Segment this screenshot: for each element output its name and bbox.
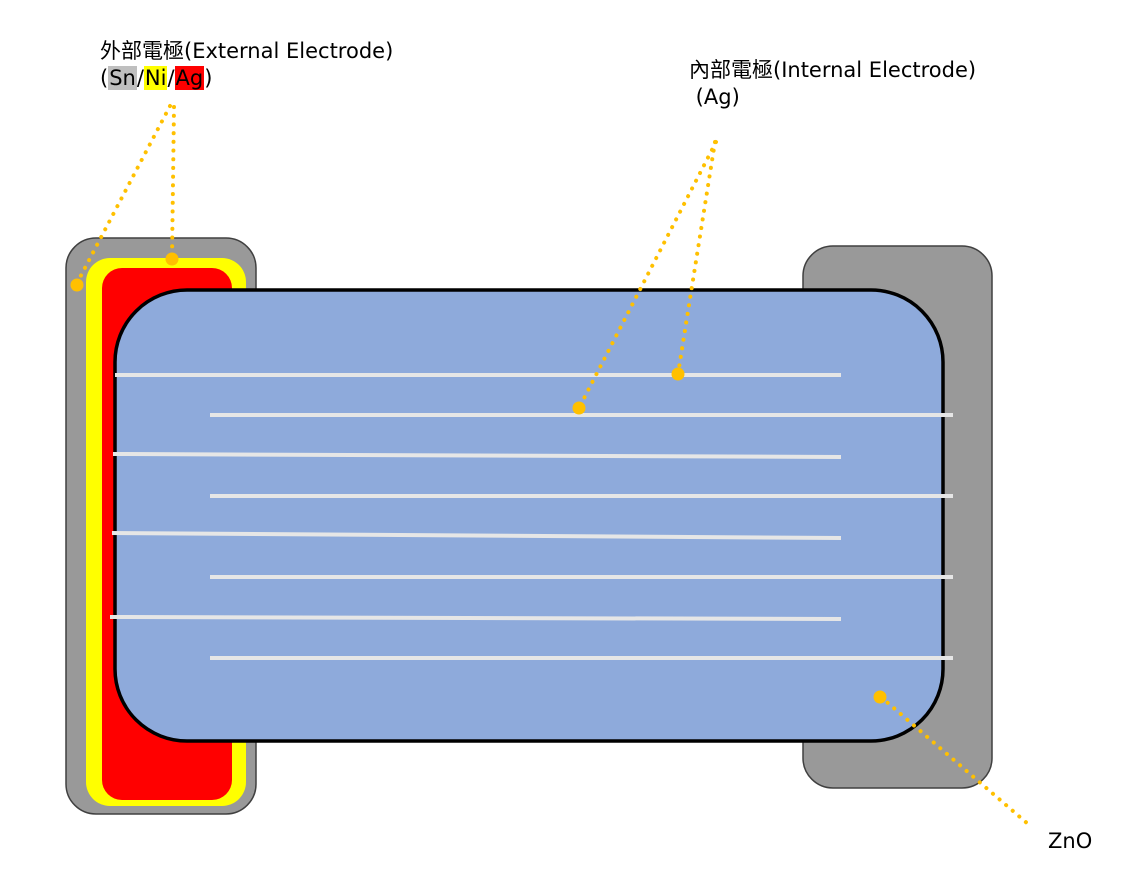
internal-electrodes xyxy=(109,373,953,660)
internal-electrode-left-4 xyxy=(109,615,842,621)
external-electrode-sn-pointer-dot xyxy=(70,278,84,292)
external-electrode-leader-line-2 xyxy=(170,105,176,260)
external-electrode-materials: (Sn/Ni/Ag) xyxy=(100,65,393,92)
close-paren: ) xyxy=(204,66,213,90)
internal-electrode-left-3 xyxy=(111,531,842,540)
material-ag: Ag xyxy=(174,66,205,90)
internal-electrode-left-2 xyxy=(112,452,842,459)
open-paren: ( xyxy=(100,66,109,90)
internal-electrode-material: (Ag) xyxy=(689,85,740,109)
separator: / xyxy=(167,66,175,90)
external-electrode-leader-line-1 xyxy=(74,104,172,287)
internal-electrode-title: 內部電極(Internal Electrode) xyxy=(689,58,977,82)
internal-electrode-pointer-dot-1 xyxy=(572,401,586,415)
zno-ceramic-body xyxy=(113,288,945,743)
internal-electrode-leader-line-1 xyxy=(577,140,718,410)
material-sn: Sn xyxy=(108,66,137,90)
zno-leader-line xyxy=(879,695,1030,826)
zno-body-label: ZnO xyxy=(1048,829,1093,853)
material-ni: Ni xyxy=(143,66,168,90)
internal-electrode-label: 內部電極(Internal Electrode) (Ag) xyxy=(689,57,976,111)
internal-electrode-pointer-dot-2 xyxy=(671,367,685,381)
external-electrode-ni-pointer-dot xyxy=(165,252,179,266)
separator: / xyxy=(136,66,144,90)
external-electrode-title: 外部電極(External Electrode) xyxy=(100,39,394,63)
external-electrode-label: 外部電極(External Electrode) (Sn/Ni/Ag) xyxy=(100,38,393,92)
zno-pointer-dot xyxy=(873,690,887,704)
